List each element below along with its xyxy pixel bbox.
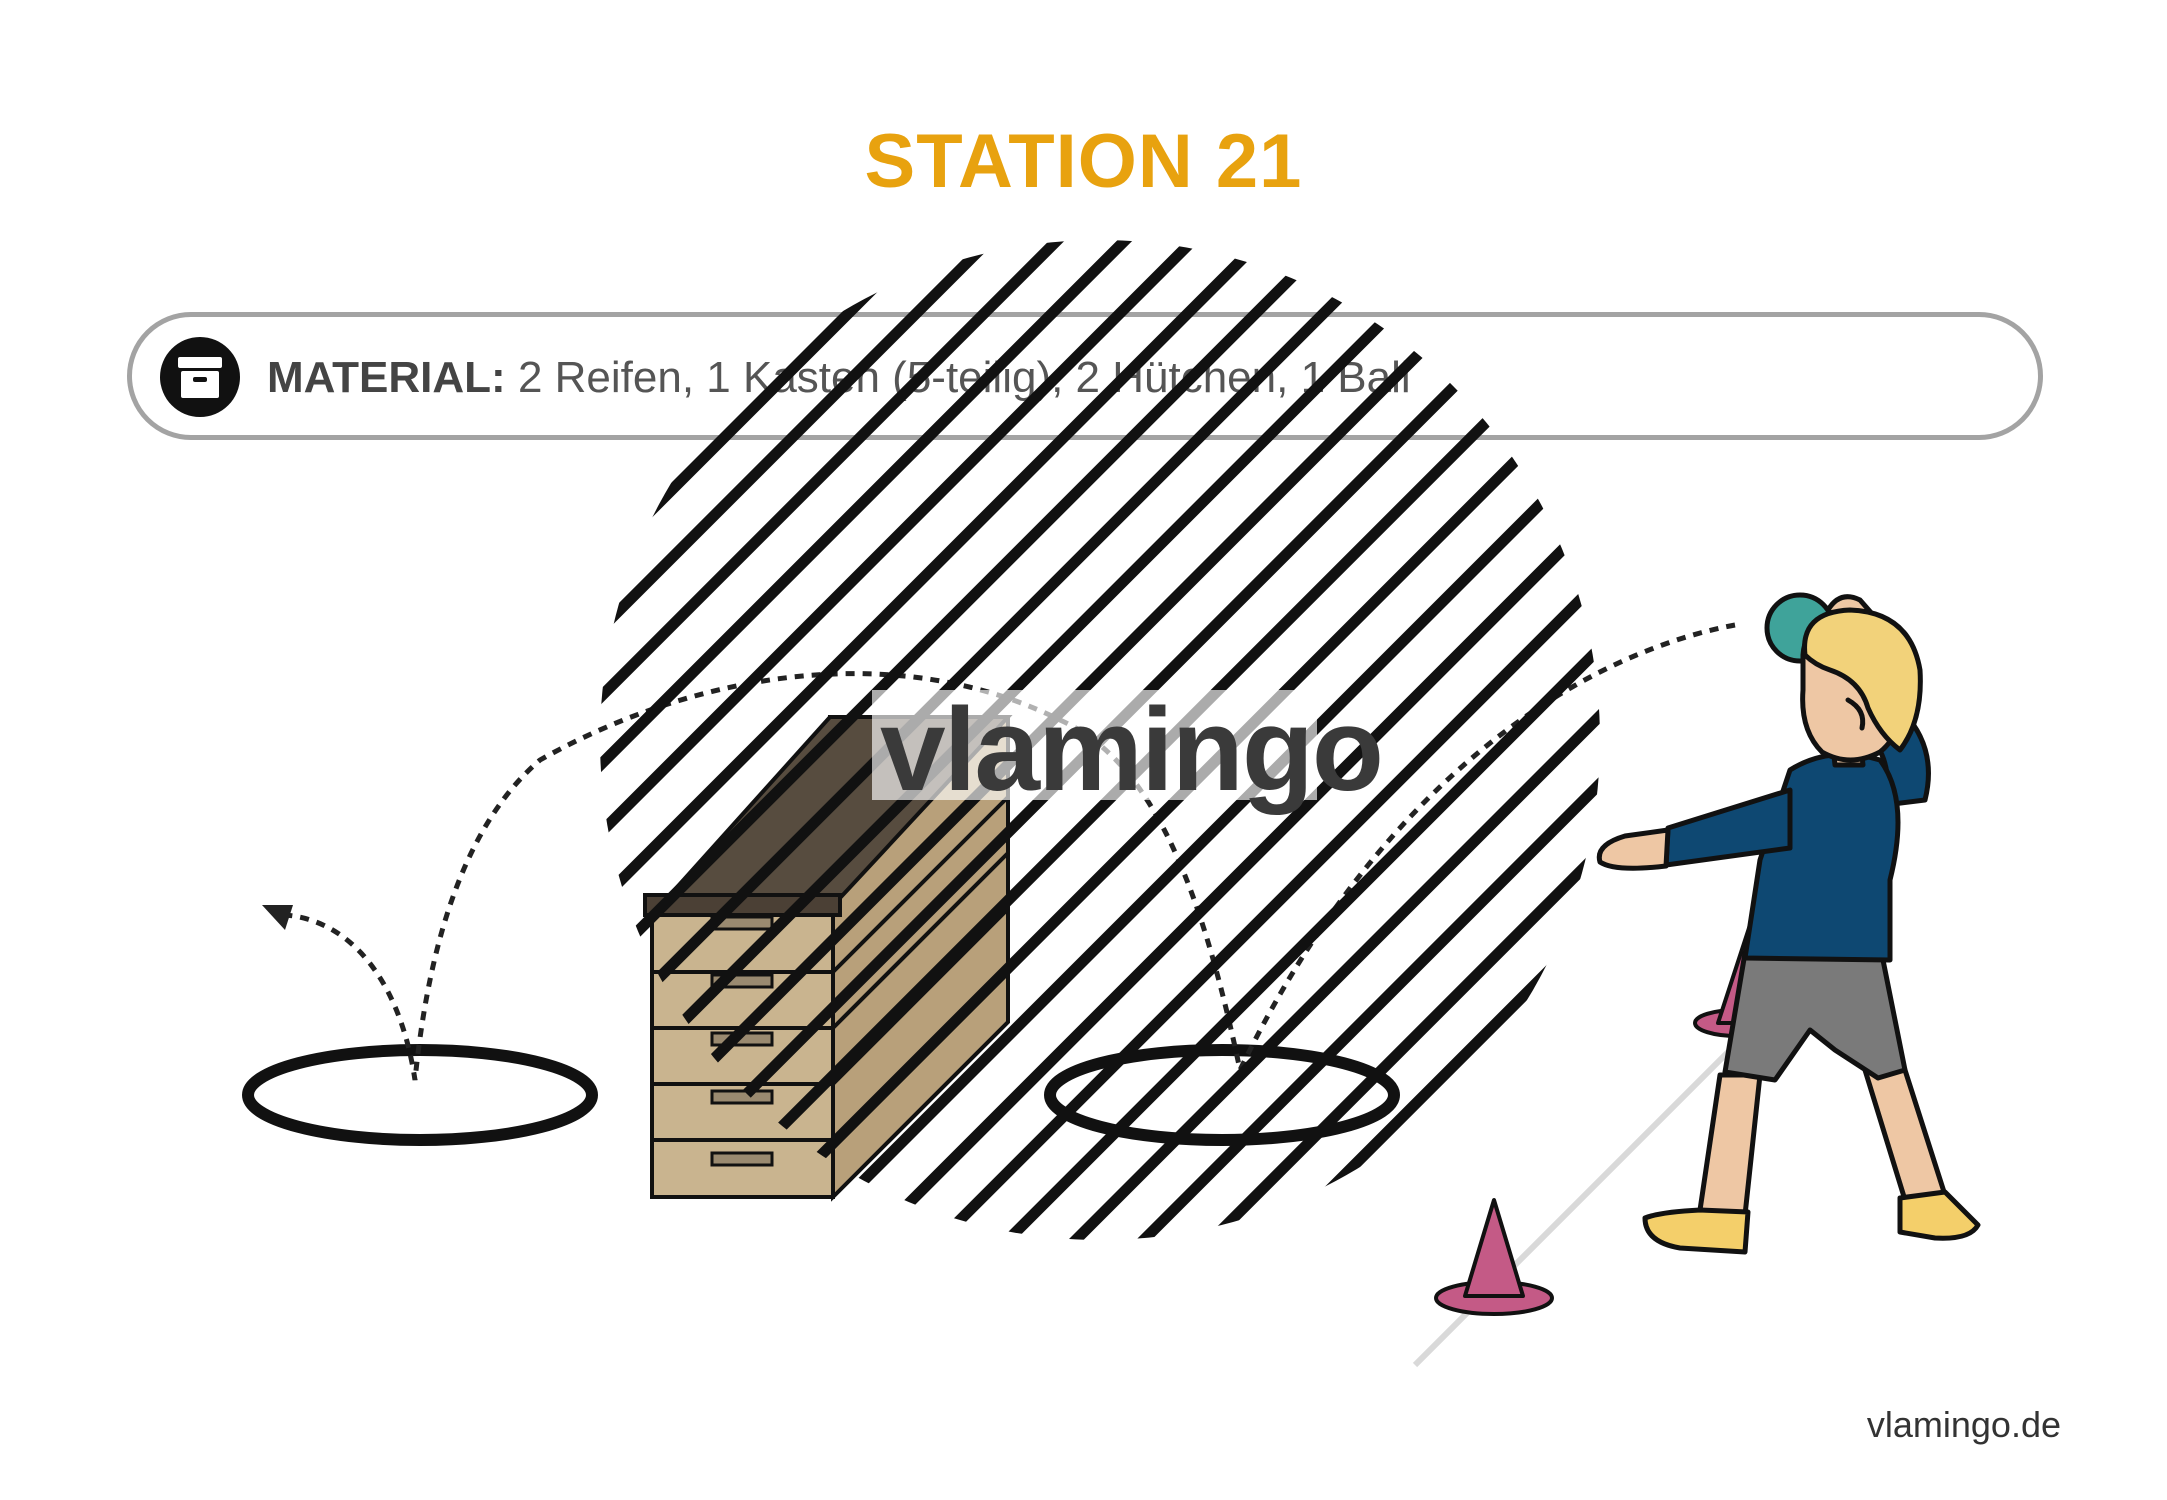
child-figure [1596,592,1981,1255]
floor-line [1412,1037,1743,1368]
cone-front [1434,1198,1554,1316]
material-label: MATERIAL: [267,353,506,402]
watermark-logo: vlamingo [880,684,1384,816]
archive-box-icon [160,337,240,417]
watermark-backdrop [872,690,1317,800]
arrow-head [262,905,293,930]
ball-path [284,622,1736,1081]
page-title: STATION 21 [864,119,1303,204]
hoop-left [242,1044,598,1146]
site-url: vlamingo.de [1866,1404,2061,1445]
